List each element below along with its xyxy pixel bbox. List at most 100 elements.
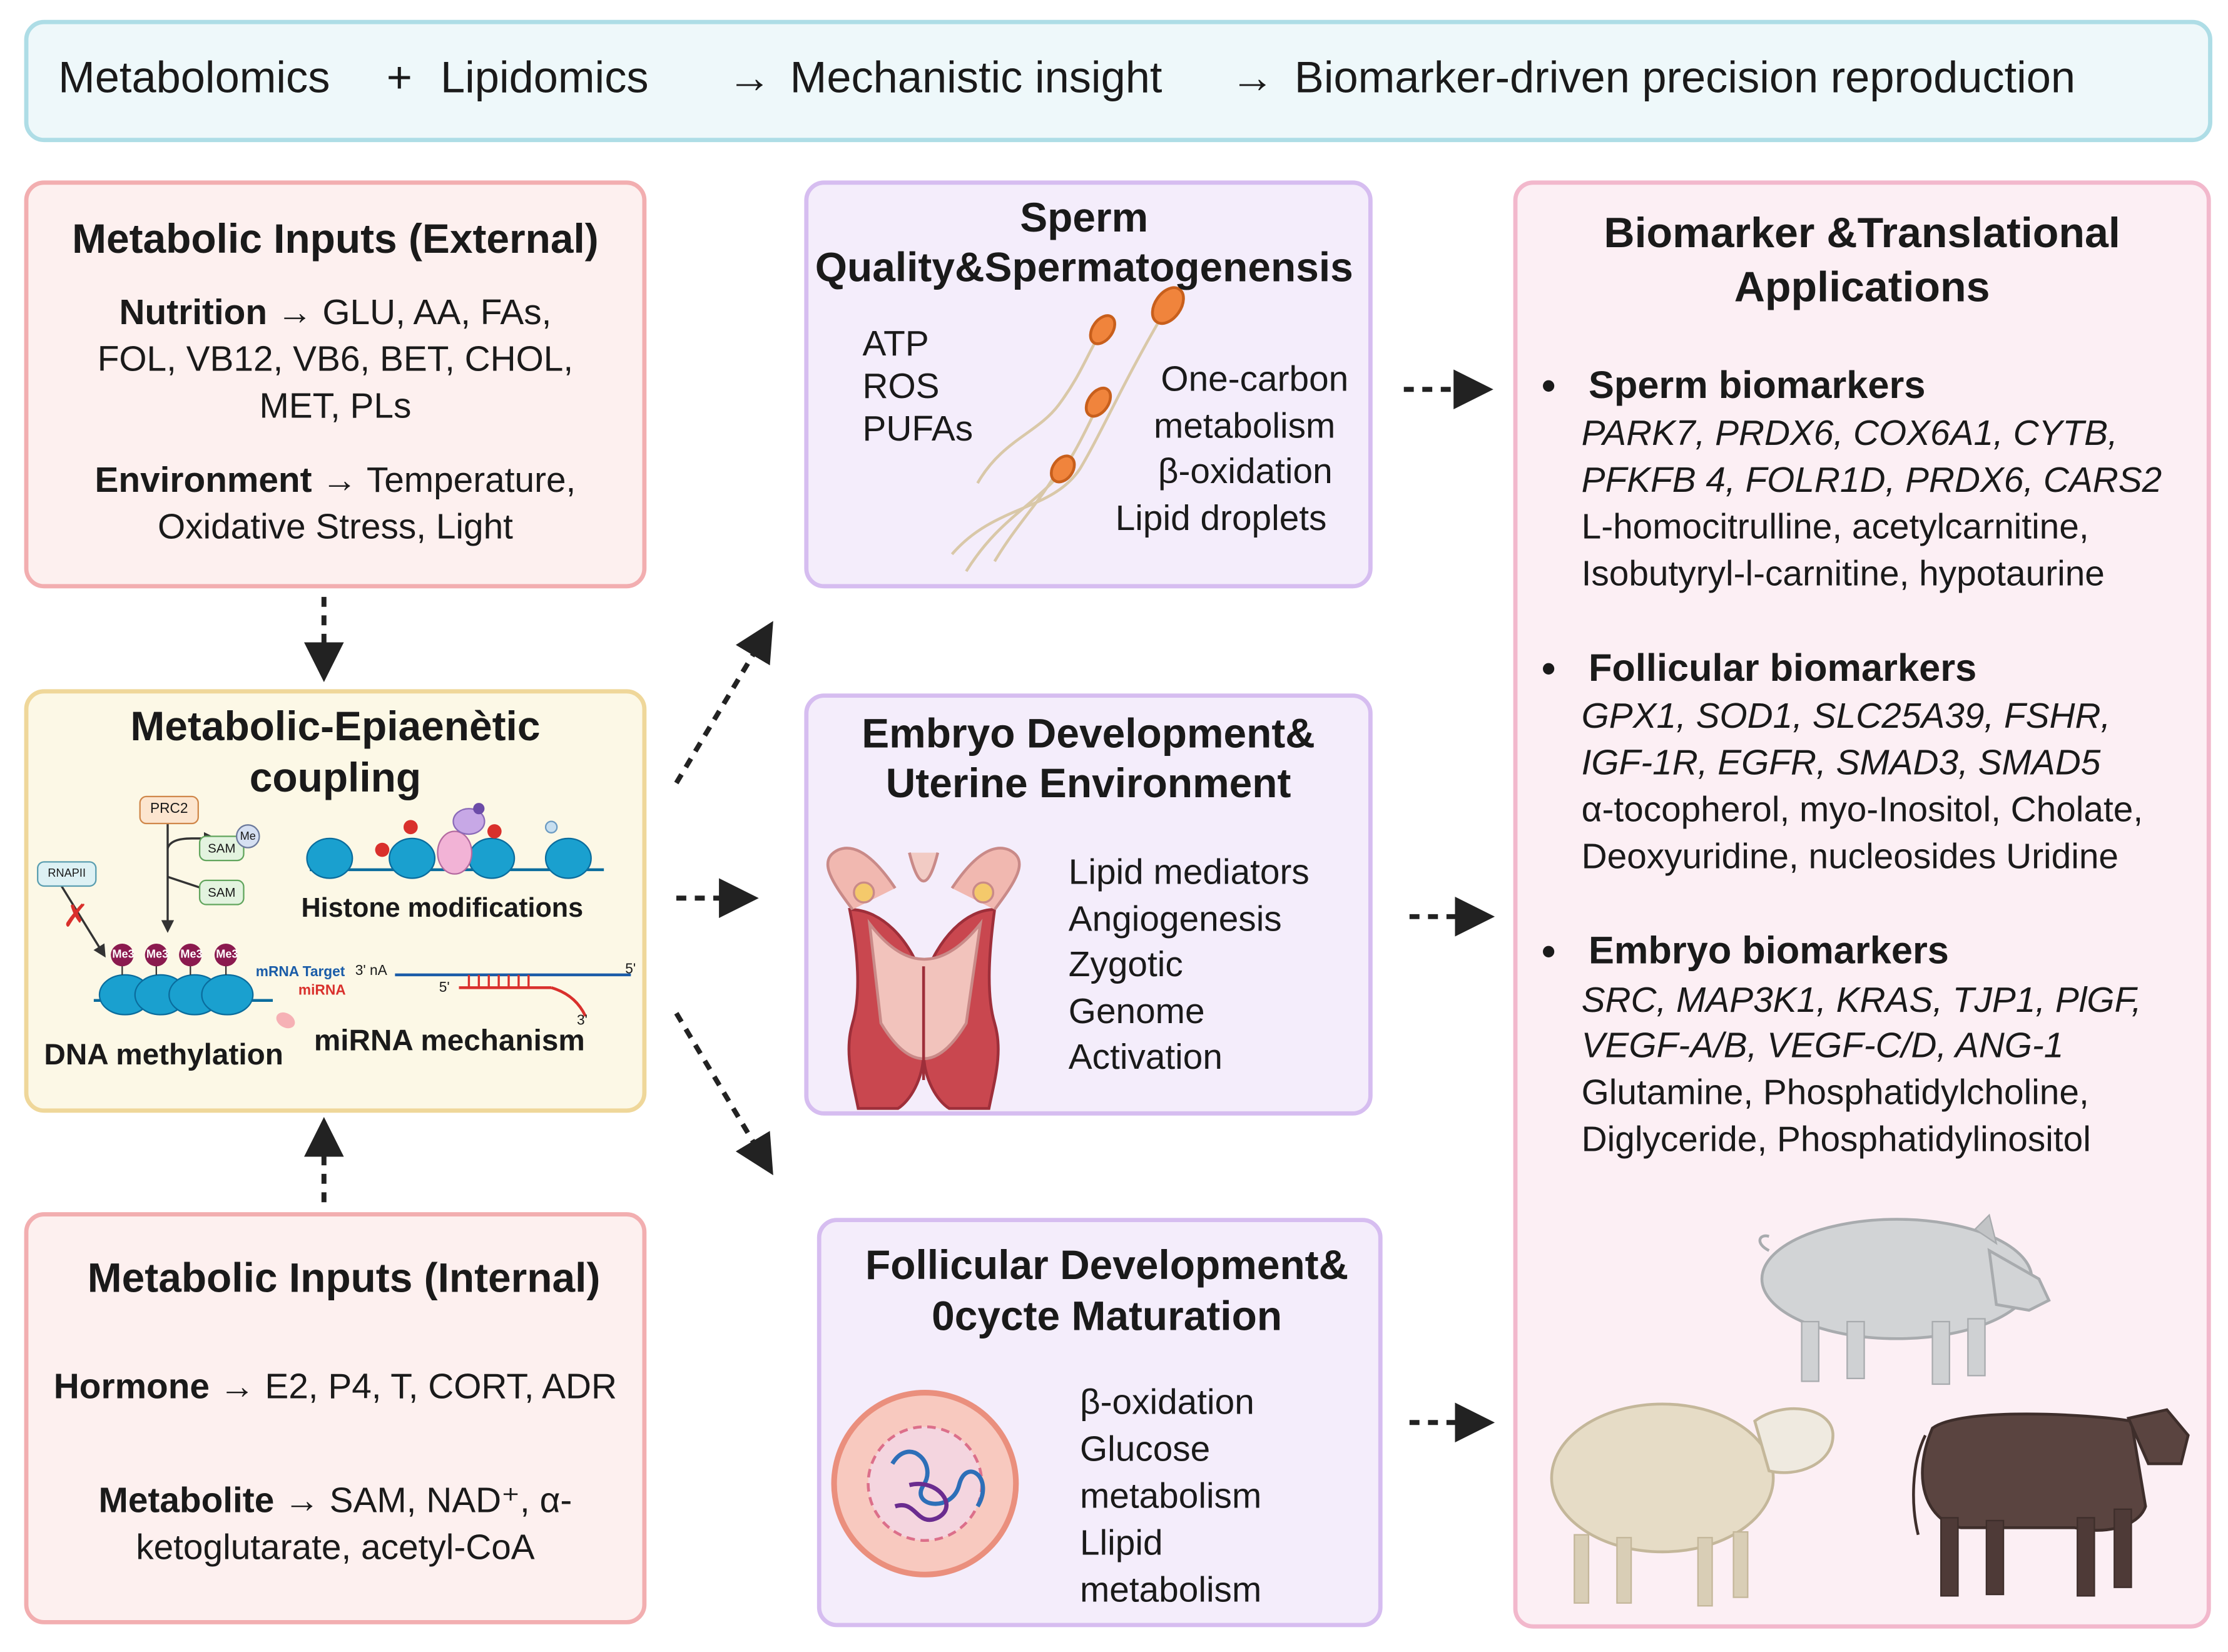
- mirna-label: miRNA: [298, 983, 346, 999]
- biomarker-title-line-1: Biomarker &Translational: [1604, 210, 2120, 258]
- follicular-item-3: metabolism: [1079, 1476, 1262, 1517]
- sam-badge-2: SAM: [198, 879, 245, 905]
- dna-methylation-label: DNA methylation: [44, 1039, 283, 1072]
- five-prime-label-2: 5': [439, 980, 450, 996]
- sperm-illustration: [950, 286, 1185, 573]
- header-mechanistic-insight: Mechanistic insight: [790, 53, 1162, 103]
- sperm-right-item-2: metabolism: [1154, 406, 1336, 447]
- follicular-item-4: Llipid: [1079, 1523, 1163, 1564]
- sperm-right-item-1: One-carbon: [1161, 359, 1349, 400]
- hormone-items: → E2, P4, T, CORT, ADR: [219, 1367, 618, 1407]
- sheep-illustration: [1550, 1402, 1834, 1607]
- follicular-item-5: metabolism: [1079, 1570, 1262, 1611]
- nutrition-items-1: → GLU, AA, FAs,: [277, 292, 552, 333]
- embryo-metabolites-line-2: Diglyceride, Phosphatidylinositol: [1581, 1119, 2091, 1160]
- sperm-right-item-4: Lipid droplets: [1115, 499, 1327, 539]
- embryo-title-line-1: Embryo Development&: [862, 711, 1315, 758]
- header-metabolomics: Metabolomics: [58, 53, 330, 103]
- external-inputs-box: [24, 180, 647, 589]
- external-environment-line-2: Oxidative Stress, Light: [157, 507, 513, 548]
- follicular-item-2: Glucose: [1079, 1429, 1211, 1470]
- three-prime-na-label: 3' nA: [355, 963, 387, 979]
- sperm-metabolites-line-1: L-homocitrulline, acetylcarnitine,: [1581, 507, 2089, 548]
- prc2-badge: PRC2: [139, 795, 199, 825]
- external-title: Metabolic Inputs (External): [72, 217, 599, 263]
- follicular-genes-line-1: GPX1, SOD1, SLC25A39, FSHR,: [1581, 696, 2111, 737]
- header-arrow-2: →: [1230, 53, 1275, 103]
- biomarker-title-line-2: Applications: [1734, 264, 1990, 312]
- svg-text:✗: ✗: [63, 899, 89, 934]
- me3-label-4: Me3: [216, 947, 238, 961]
- arrow-coupling-to-follicular: [674, 1012, 773, 1176]
- mrna-target-label: mRNA Target: [255, 965, 345, 981]
- header-banner: [24, 19, 2212, 143]
- header-precision-reproduction: Biomarker-driven precision reproduction: [1294, 53, 2076, 103]
- sperm-left-item-3: PUFAs: [862, 409, 974, 449]
- cow-illustration: [1912, 1408, 2190, 1597]
- follicular-title-line-1: Follicular Development&: [865, 1243, 1349, 1289]
- metabolite-label: Metabolite: [98, 1481, 275, 1521]
- me3-nucleosomes: [93, 943, 273, 1016]
- sperm-genes-line-1: PARK7, PRDX6, COX6A1, CYTB,: [1581, 413, 2118, 454]
- environment-items-1: → Temperature,: [322, 460, 576, 501]
- biomarker-applications-box: [1513, 180, 2211, 1629]
- me3-label-2: Me3: [146, 947, 169, 961]
- header-arrow-1: →: [727, 53, 772, 103]
- external-environment-line-1: Environment → Temperature,: [24, 457, 647, 504]
- sperm-biomarkers-heading: Sperm biomarkers: [1588, 364, 1926, 407]
- follicular-metabolites-line-1: α-tocopherol, myo-Inositol, Cholate,: [1581, 790, 2144, 830]
- embryo-item-4: Genome: [1068, 992, 1205, 1032]
- embryo-bullet: •: [1542, 929, 1556, 974]
- sperm-left-item-2: ROS: [862, 366, 940, 407]
- external-nutrition-line-2: FOL, VB12, VB6, BET, CHOL,: [97, 339, 574, 380]
- follicular-bullet: •: [1542, 646, 1556, 691]
- follicular-metabolites-line-2: Deoxyuridine, nucleosides Uridine: [1581, 837, 2119, 877]
- follicular-title-line-2: 0cycte Maturation: [932, 1294, 1283, 1340]
- embryo-biomarkers-heading: Embryo biomarkers: [1588, 929, 1949, 972]
- metabolite-line-2: ketoglutarate, acetyl-CoA: [136, 1527, 535, 1568]
- embryo-item-1: Lipid mediators: [1068, 852, 1310, 893]
- epigenetic-coupling-box: [24, 689, 647, 1113]
- follicular-item-1: β-oxidation: [1079, 1382, 1254, 1423]
- me3-label-1: Me3: [112, 947, 135, 961]
- sperm-metabolites-line-2: Isobutyryl-l-carnitine, hypotaurine: [1581, 554, 2105, 594]
- embryo-metabolites-line-1: Glutamine, Phosphatidylcholine,: [1581, 1073, 2089, 1113]
- internal-title: Metabolic Inputs (Internal): [87, 1256, 601, 1302]
- sperm-genes-line-2: PFKFB 4, FOLR1D, PRDX6, CARS2: [1581, 460, 2162, 501]
- metabolite-line-1: Metabolite → SAM, NAD⁺, α-: [24, 1478, 647, 1525]
- sperm-quality-box: [804, 180, 1373, 589]
- three-prime-label: 3': [577, 1013, 588, 1029]
- embryo-item-3: Zygotic: [1068, 945, 1183, 985]
- follicular-genes-line-2: IGF-1R, EGFR, SMAD3, SMAD5: [1581, 743, 2101, 783]
- follicular-biomarkers-heading: Follicular biomarkers: [1588, 646, 1977, 690]
- me3-label-3: Me3: [180, 947, 203, 961]
- coupling-title-line-2: coupling: [249, 756, 422, 802]
- arrow-coupling-to-sperm: [674, 621, 773, 785]
- me-badge: Me: [235, 824, 260, 849]
- mirna-mechanism-label: miRNA mechanism: [313, 1024, 585, 1058]
- sperm-bullet: •: [1542, 364, 1556, 408]
- internal-inputs-box: [24, 1212, 647, 1624]
- five-prime-label-1: 5': [625, 962, 636, 978]
- sperm-right-item-3: β-oxidation: [1157, 452, 1333, 492]
- embryo-genes-line-2: VEGF-A/B, VEGF-C/D, ANG-1: [1581, 1026, 2064, 1066]
- hormone-label: Hormone: [53, 1367, 210, 1407]
- header-plus: +: [386, 53, 412, 103]
- embryo-item-5: Activation: [1068, 1037, 1223, 1078]
- rnapii-badge: RNAPII: [37, 861, 97, 887]
- external-nutrition-line-3: MET, PLs: [259, 386, 412, 427]
- sperm-title-line-2: Quality&Spermatogenensis: [815, 245, 1353, 292]
- oocyte-illustration: [831, 1390, 1019, 1578]
- histone-modifications-label: Histone modifications: [301, 894, 584, 924]
- header-lipidomics: Lipidomics: [440, 53, 649, 103]
- environment-label: Environment: [94, 460, 312, 501]
- metabolite-items-1: → SAM, NAD⁺, α-: [284, 1481, 572, 1521]
- histone-nucleosomes: [306, 803, 604, 879]
- mirna-diagram: [276, 973, 631, 1029]
- embryo-genes-line-1: SRC, MAP3K1, KRAS, TJP1, PlGF,: [1581, 980, 2142, 1021]
- embryo-title-line-2: Uterine Environment: [885, 762, 1291, 807]
- sperm-title-line-1: Sperm: [1020, 196, 1149, 242]
- sperm-left-item-1: ATP: [862, 324, 929, 364]
